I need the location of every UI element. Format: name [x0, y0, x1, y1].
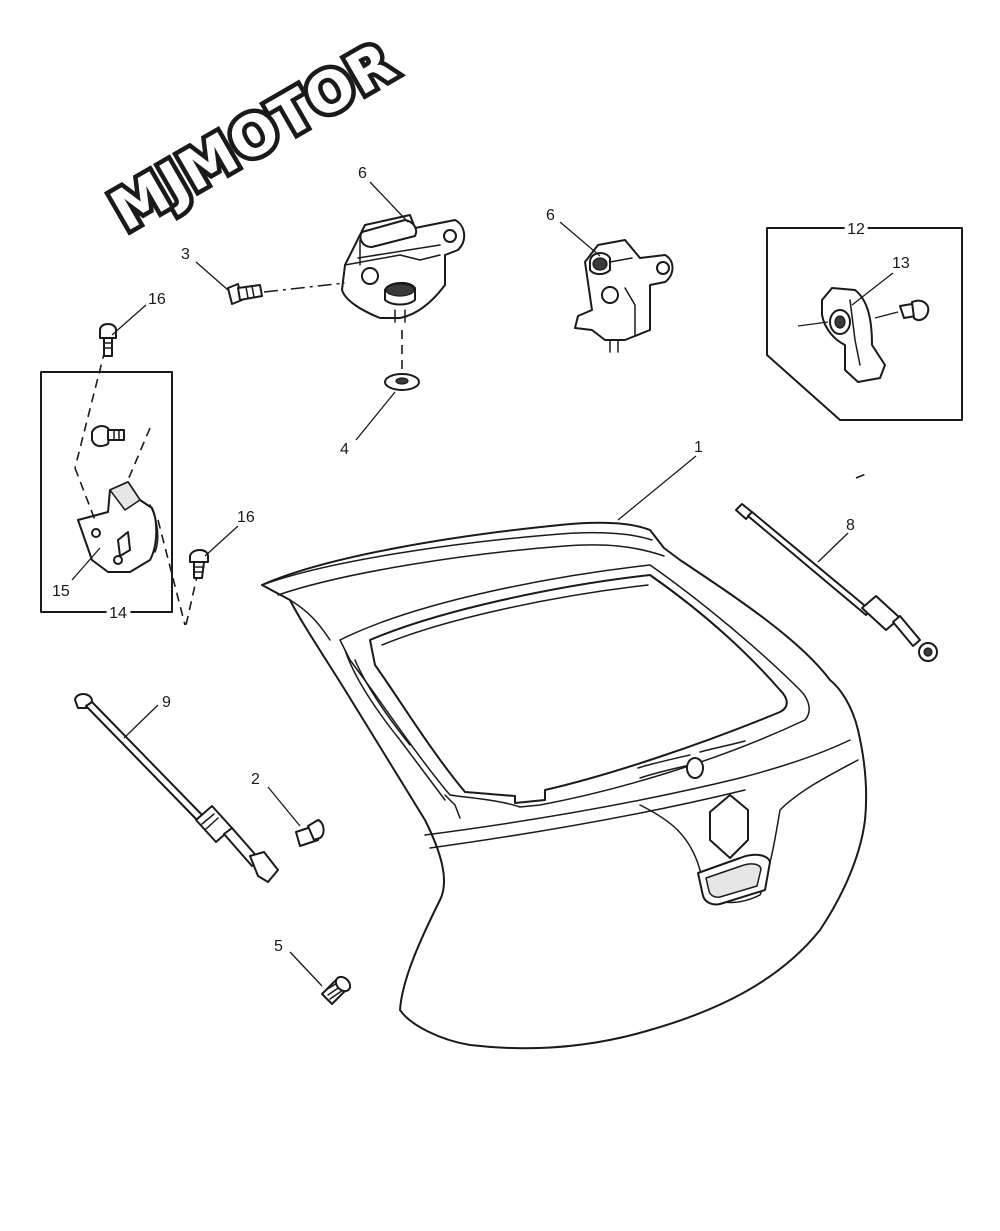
screw-in-group-14: [91, 425, 125, 448]
callouts: 1 2 3 4 5 6 6 8 9 12 13 14 15 16 16: [52, 165, 910, 955]
callout-16-top: 16: [148, 291, 166, 308]
callout-9: 9: [162, 694, 171, 711]
latch-part-15: [77, 481, 159, 573]
hinge-left: [341, 214, 466, 323]
callout-2: 2: [251, 771, 260, 788]
bump-stop-part-5: [321, 975, 352, 1005]
tailgate-panel: [261, 521, 868, 1050]
gas-strut-part-9: [74, 693, 279, 883]
screw-in-group-12: [899, 299, 930, 321]
group-14-dash-4: [157, 519, 186, 626]
gas-strut-part-8: [735, 503, 938, 662]
group-12-dash-2: [874, 311, 899, 319]
hinge-right: [574, 239, 674, 353]
bolt-3-axis-line: [263, 282, 346, 293]
callout-5: 5: [274, 938, 283, 955]
callout-8: 8: [846, 517, 855, 534]
group-14-dash-1: [74, 349, 106, 469]
callout-6-left: 6: [358, 165, 367, 182]
group-14-dash-5: [185, 571, 199, 626]
callout-4: 4: [340, 441, 349, 458]
callout-14: 14: [109, 605, 127, 622]
callout-15: 15: [52, 583, 70, 600]
group-14-dash-3: [74, 467, 96, 521]
washer-part-4: [384, 373, 420, 391]
group-12-dash-1: [797, 321, 829, 327]
leader-lines: [71, 181, 894, 987]
strut-8-top-mark: [855, 473, 867, 479]
callout-3: 3: [181, 246, 190, 263]
callout-1: 1: [694, 439, 703, 456]
group-14-dash-2: [127, 427, 151, 481]
bolt-part-16-top: [99, 323, 117, 357]
callout-13: 13: [892, 255, 910, 272]
group-14-box: [40, 371, 173, 613]
bolt-part-3: [227, 283, 263, 305]
callout-16-right: 16: [237, 509, 255, 526]
clip-part-2: [295, 819, 325, 847]
callout-12: 12: [847, 221, 865, 238]
bracket-part-13: [821, 287, 886, 383]
bolt-part-16-right: [189, 549, 209, 579]
watermark-logo: MJMOTOR: [101, 30, 407, 244]
callout-6-right: 6: [546, 207, 555, 224]
